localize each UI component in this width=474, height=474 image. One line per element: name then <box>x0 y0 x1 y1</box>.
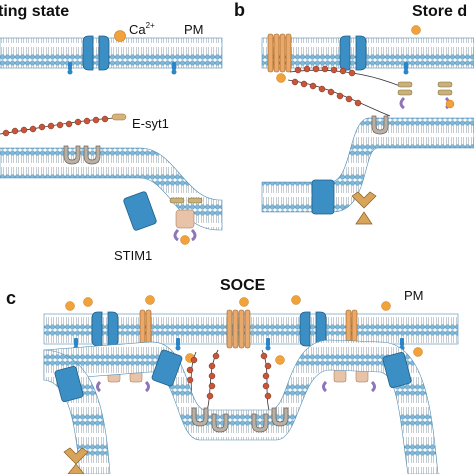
panel-b-esyt1-tethers <box>287 65 401 117</box>
panel-b-orai-channel <box>267 33 292 73</box>
panel-a-pm-label: PM <box>184 22 204 37</box>
panel-a-stim1-label: STIM1 <box>114 248 152 263</box>
panel-a-er-membrane <box>0 147 223 231</box>
panel-a-er-u-proteins <box>63 145 101 165</box>
panel-a-ca-label: Ca2+ <box>129 21 155 37</box>
panel-b-er-channel <box>311 179 335 215</box>
panel-b-pip2-markers <box>403 62 409 75</box>
panel-c-ip3r <box>63 447 89 474</box>
panel-b-stim1-clusters <box>397 81 455 110</box>
panel-c: c SOCE PM <box>6 277 459 474</box>
panel-b-calcium-ions <box>276 25 421 83</box>
panel-c-letter: c <box>6 288 16 308</box>
panel-c-pm-channels <box>91 311 327 347</box>
panel-b: b Store d <box>234 0 474 225</box>
panel-a-title: ting state <box>0 3 69 20</box>
panel-a-plasma-membrane <box>0 37 223 69</box>
panel-b-letter: b <box>234 0 245 20</box>
panel-a: ting state Ca2+ PM E-syt1 <box>0 3 223 263</box>
panel-b-plasma-membrane <box>261 37 474 69</box>
panel-b-title: Store d <box>412 3 467 20</box>
panel-b-er-u-proteins <box>371 115 389 135</box>
panel-c-plasma-membrane <box>43 313 459 345</box>
panel-a-pm-channel <box>82 35 110 71</box>
panel-c-pip2-markers <box>73 338 405 351</box>
panel-c-pm-label: PM <box>404 288 424 303</box>
panel-a-pip2-markers <box>67 62 177 75</box>
panel-a-stim1 <box>169 197 203 245</box>
panel-c-title: SOCE <box>220 277 266 294</box>
panel-c-er-channels <box>54 349 412 403</box>
panel-c-orai-channels <box>139 309 358 349</box>
panel-a-er-channel <box>123 191 157 231</box>
panel-c-er-u-proteins <box>191 407 289 433</box>
panel-a-esyt1-tether <box>0 113 127 137</box>
panel-a-calcium-ion <box>114 30 126 42</box>
panel-b-ip3r <box>351 191 377 225</box>
panel-a-esyt1-label: E-syt1 <box>132 116 169 131</box>
